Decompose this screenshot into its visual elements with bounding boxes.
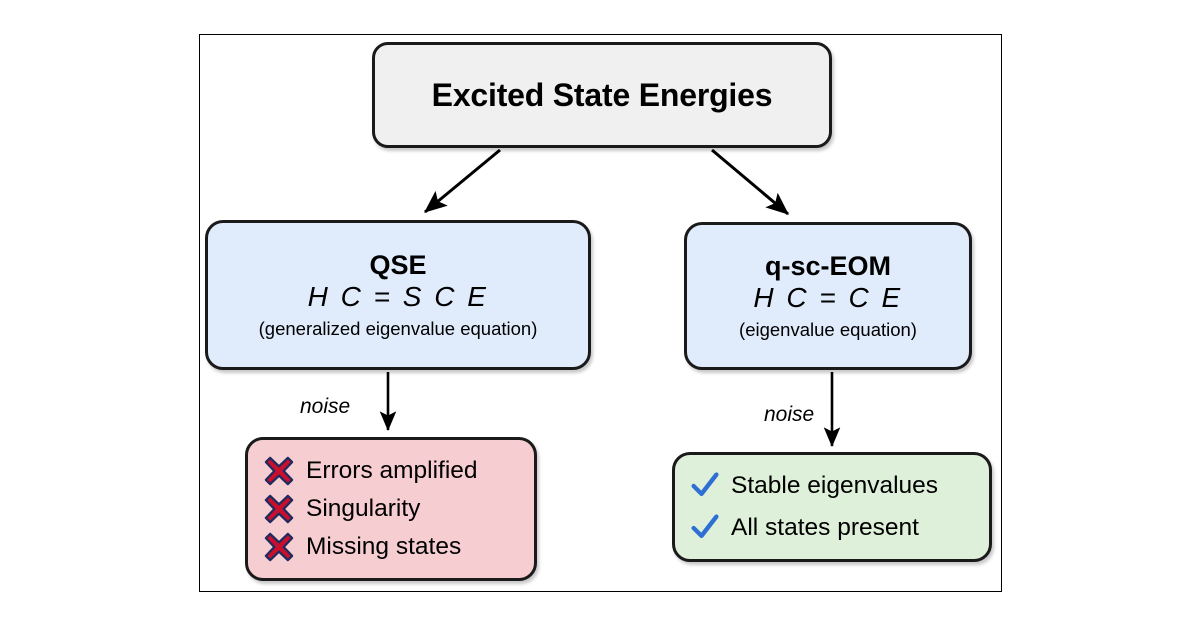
list-item-label: Singularity (306, 494, 421, 522)
list-item: Missing states (264, 528, 534, 566)
q-sc-eom-equation: H C = C E (753, 282, 903, 314)
node-positive-outcomes[interactable]: Stable eigenvalues All states present (672, 452, 992, 562)
root-title: Excited State Energies (431, 76, 773, 113)
qse-subtitle: (generalized eigenvalue equation) (258, 317, 538, 339)
list-item-label: Stable eigenvalues (731, 471, 939, 499)
list-item: Singularity (264, 490, 534, 528)
cross-mark-icon (264, 532, 294, 562)
list-item: All states present (691, 507, 989, 549)
edge-label-noise-right: noise (764, 403, 815, 426)
cross-mark-icon (264, 456, 294, 486)
list-item: Errors amplified (264, 452, 534, 490)
check-mark-icon (691, 514, 719, 539)
node-qse[interactable]: QSE H C = S C E (generalized eigenvalue … (205, 220, 591, 370)
node-excited-state-energies[interactable]: Excited State Energies (372, 42, 832, 148)
qse-equation: H C = S C E (307, 281, 489, 313)
q-sc-eom-subtitle: (eigenvalue equation) (739, 318, 917, 340)
list-item-label: Missing states (306, 532, 462, 560)
q-sc-eom-title: q-sc-EOM (764, 251, 891, 282)
cross-mark-icon (264, 494, 294, 524)
list-item-label: All states present (731, 513, 919, 541)
list-item: Stable eigenvalues (691, 465, 989, 507)
edge-label-noise-left: noise (300, 395, 351, 418)
node-q-sc-eom[interactable]: q-sc-EOM H C = C E (eigenvalue equation) (684, 222, 972, 370)
check-mark-icon (691, 472, 719, 497)
node-negative-outcomes[interactable]: Errors amplified Singularity Missing sta… (245, 437, 537, 581)
list-item-label: Errors amplified (306, 456, 478, 484)
qse-title: QSE (369, 250, 427, 281)
